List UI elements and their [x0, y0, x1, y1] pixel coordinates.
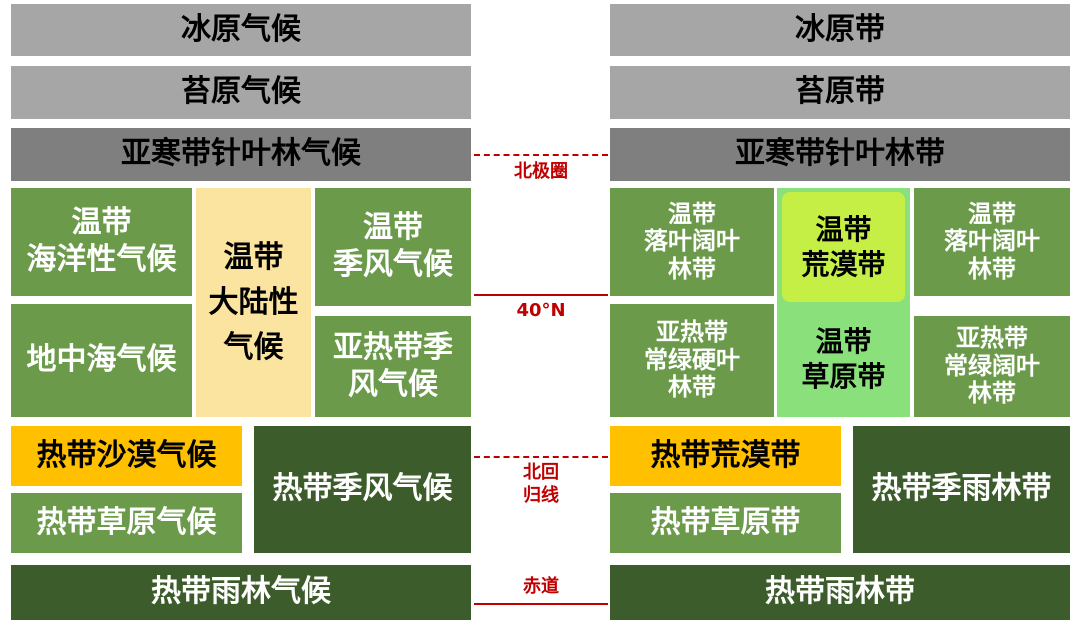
climate-subarctic-label: 亚寒带针叶林气候	[121, 136, 361, 172]
climate-tropical-desert: 热带沙漠气候	[11, 426, 242, 486]
climate-tropical-monsoon: 热带季风气候	[254, 426, 471, 553]
climate-tropical-savanna: 热带草原气候	[11, 493, 242, 553]
zone-deciduous-forest-1: 温带 落叶阔叶 林带	[610, 188, 774, 296]
climate-subtropical-monsoon: 亚热带季 风气候	[315, 316, 471, 417]
equator-line	[474, 603, 608, 605]
climate-mediterranean-label: 地中海气候	[26, 342, 177, 378]
tropic-of-cancer-label: 北回 归线	[523, 462, 559, 506]
zone-deciduous-forest-2: 温带 落叶阔叶 林带	[914, 188, 1070, 296]
zone-evergreen-broadleaf: 亚热带 常绿阔叶 林带	[914, 316, 1070, 417]
climate-tropical-rainforest: 热带雨林气候	[11, 565, 471, 620]
climate-tundra-label: 苔原气候	[181, 74, 301, 110]
climate-tropical-rainforest-label: 热带雨林气候	[151, 574, 331, 610]
climate-subarctic: 亚寒带针叶林气候	[11, 128, 471, 181]
zone-tropical-rainforest: 热带雨林带	[610, 565, 1070, 620]
zone-tropical-rainforest-label: 热带雨林带	[765, 574, 915, 610]
zone-ice-cap: 冰原带	[610, 4, 1070, 56]
zone-evergreen-hardleaf: 亚热带 常绿硬叶 林带	[610, 304, 774, 417]
zone-ice-cap-label: 冰原带	[795, 11, 885, 47]
lat40-line	[474, 294, 608, 296]
climate-subtropical-monsoon-label: 亚热带季 风气候	[333, 329, 453, 402]
zone-evergreen-hardleaf-label: 亚热带 常绿硬叶 林带	[644, 318, 740, 402]
tropic-of-cancer-line	[474, 456, 608, 458]
zone-tropical-monsoon-forest: 热带季雨林带	[853, 426, 1070, 553]
climate-temperate-continental: 温带 大陆性 气候	[196, 188, 311, 417]
climate-tropical-desert-label: 热带沙漠气候	[36, 437, 217, 473]
zone-tropical-grassland-label: 热带草原带	[650, 504, 801, 540]
zone-temperate-desert-label: 温带 荒漠带	[801, 213, 886, 281]
zone-taiga-label: 亚寒带针叶林带	[735, 136, 945, 172]
climate-tundra: 苔原气候	[11, 66, 471, 119]
climate-temperate-maritime: 温带 海洋性气候	[11, 188, 192, 296]
equator-label: 赤道	[523, 576, 559, 597]
climate-temperate-continental-label: 温带 大陆性 气候	[208, 240, 299, 365]
arctic-circle-label: 北极圈	[514, 161, 568, 182]
zone-tundra-label: 苔原带	[795, 74, 885, 110]
zone-tropical-desert: 热带荒漠带	[610, 426, 841, 486]
climate-tropical-savanna-label: 热带草原气候	[36, 504, 217, 540]
zone-tropical-monsoon-forest-label: 热带季雨林带	[871, 471, 1052, 507]
climate-tropical-monsoon-label: 热带季风气候	[272, 471, 453, 507]
arctic-circle-line	[474, 154, 608, 156]
zone-temperate-desert: 温带 荒漠带	[782, 192, 905, 302]
zone-deciduous-forest-2-label: 温带 落叶阔叶 林带	[944, 199, 1040, 283]
zone-temperate-steppe: 温带 草原带	[777, 306, 910, 412]
lat40-label: 40°N	[516, 300, 566, 321]
climate-ice-cap-label: 冰原气候	[181, 11, 301, 47]
climate-temperate-maritime-label: 温带 海洋性气候	[26, 205, 177, 277]
climate-temperate-monsoon: 温带 季风气候	[315, 188, 471, 306]
zone-tropical-desert-label: 热带荒漠带	[650, 437, 801, 473]
climate-temperate-monsoon-label: 温带 季风气候	[333, 210, 453, 282]
climate-mediterranean: 地中海气候	[11, 304, 192, 417]
climate-ice-cap: 冰原气候	[11, 4, 471, 56]
zone-tundra: 苔原带	[610, 66, 1070, 119]
zone-temperate-steppe-label: 温带 草原带	[801, 325, 886, 393]
zone-taiga: 亚寒带针叶林带	[610, 128, 1070, 181]
zone-evergreen-broadleaf-label: 亚热带 常绿阔叶 林带	[944, 324, 1040, 408]
zone-tropical-grassland: 热带草原带	[610, 493, 841, 553]
zone-deciduous-forest-1-label: 温带 落叶阔叶 林带	[644, 199, 740, 283]
